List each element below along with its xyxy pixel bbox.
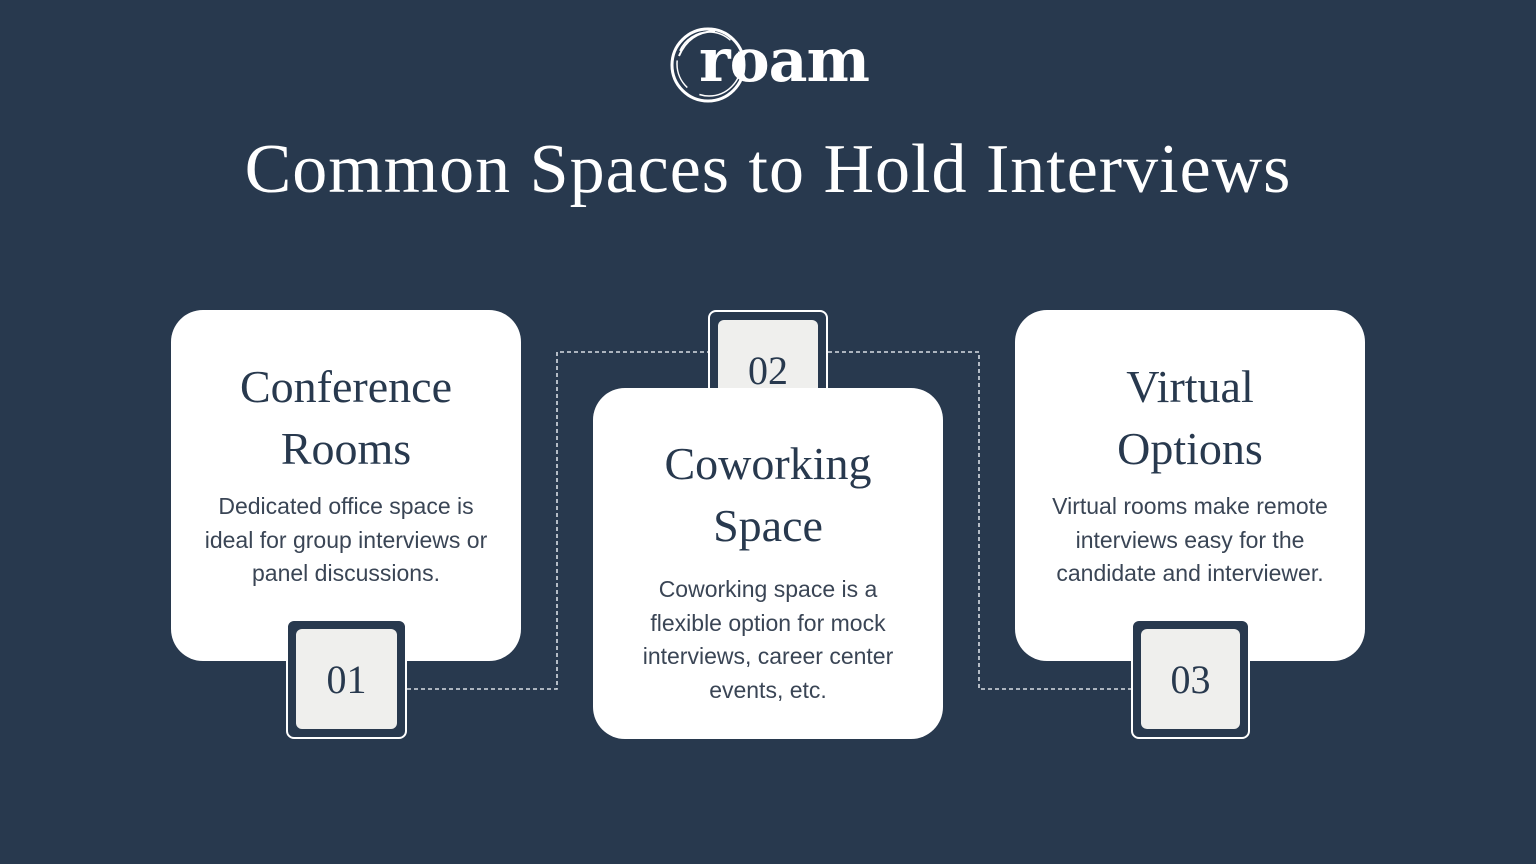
card-title: Conference Rooms bbox=[240, 361, 452, 474]
connector-2-3 bbox=[828, 351, 1131, 690]
card-description: Coworking space is a flexible option for… bbox=[642, 576, 894, 703]
card-description: Dedicated office space is ideal for grou… bbox=[204, 493, 488, 586]
number-badge-03: 03 bbox=[1131, 619, 1250, 739]
badge-number: 03 bbox=[1141, 629, 1240, 729]
card-description: Virtual rooms make remote interviews eas… bbox=[1052, 493, 1328, 586]
number-badge-01: 01 bbox=[286, 619, 407, 739]
connector-1-2 bbox=[407, 351, 708, 690]
logo-text: roam bbox=[699, 26, 870, 96]
card-title: Virtual Options bbox=[1117, 361, 1263, 474]
roam-logo: roam bbox=[665, 22, 875, 112]
page-title: Common Spaces to Hold Interviews bbox=[244, 131, 1292, 208]
card-coworking-space: Coworking Space Coworking space is a fle… bbox=[593, 388, 943, 739]
card-virtual-options: Virtual Options Virtual rooms make remot… bbox=[1015, 310, 1365, 661]
circle-brush-icon bbox=[670, 27, 746, 103]
card-conference-rooms: Conference Rooms Dedicated office space … bbox=[171, 310, 521, 661]
badge-number: 01 bbox=[296, 629, 397, 729]
card-title: Coworking Space bbox=[664, 438, 872, 551]
